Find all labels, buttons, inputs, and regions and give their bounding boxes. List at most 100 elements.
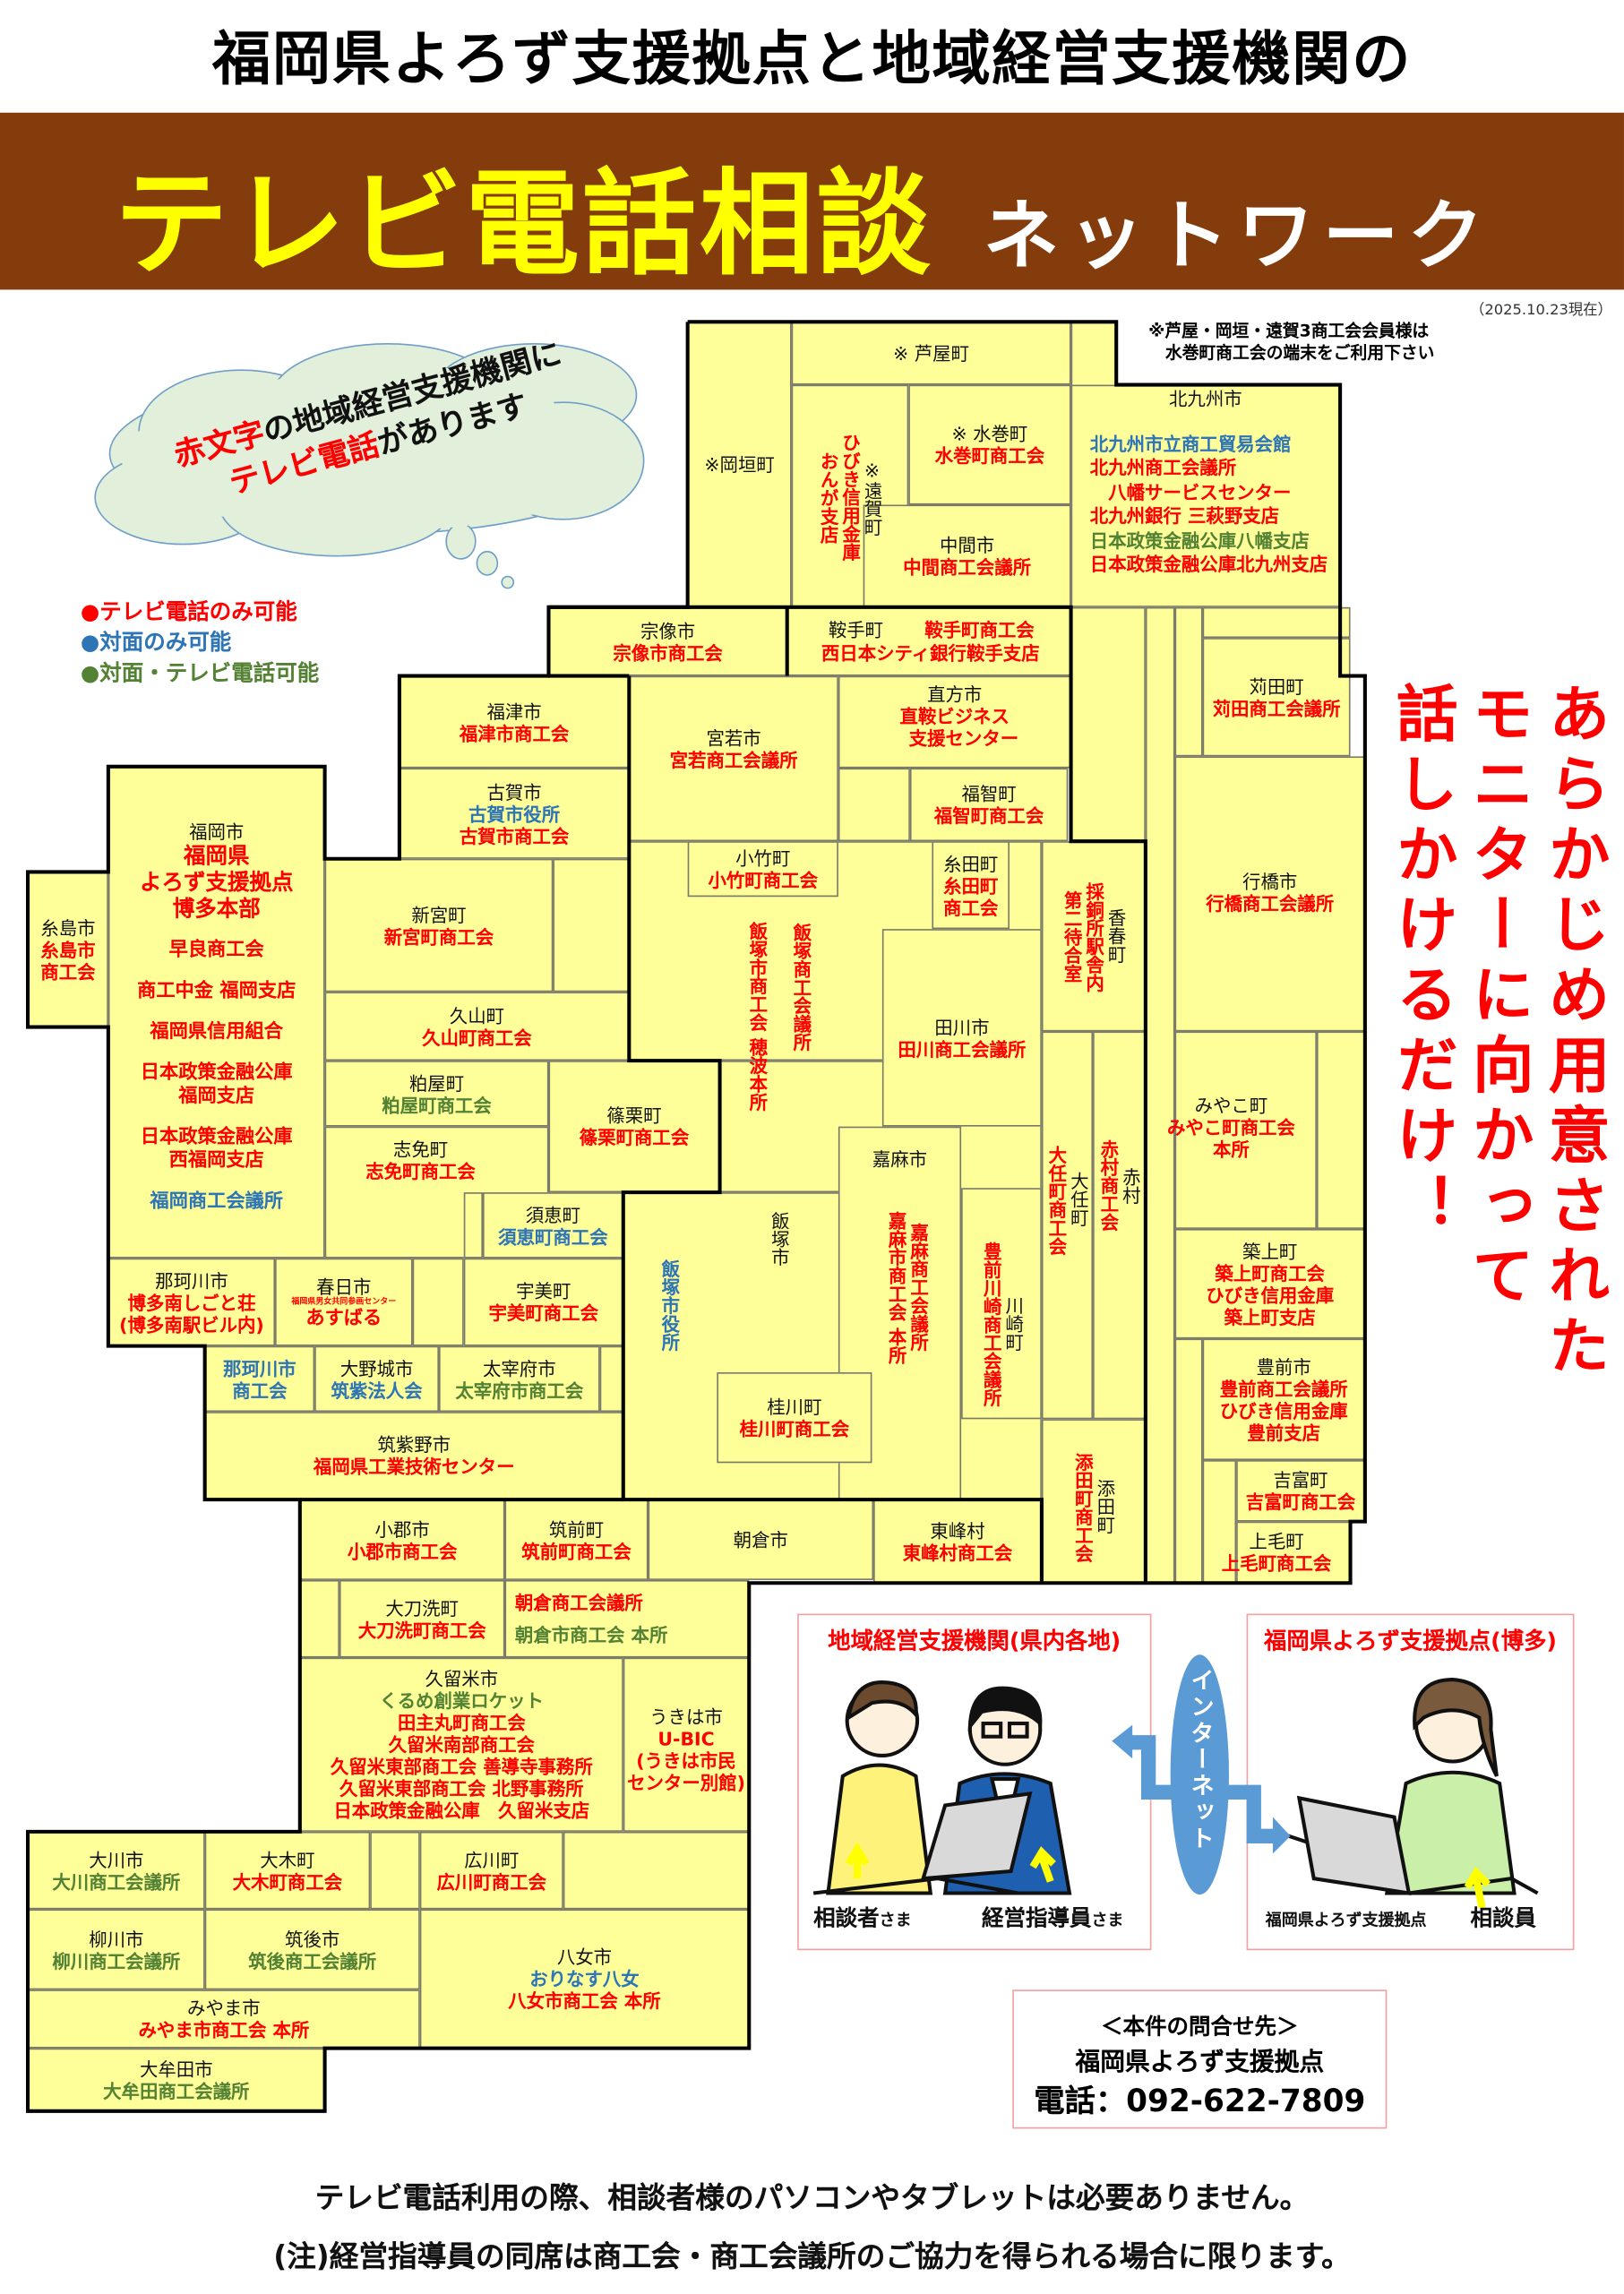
map-cell-label: 筑紫野市福岡県工業技術センター (205, 1412, 623, 1499)
municipality-name: 筑前町 (548, 1517, 605, 1541)
support-org: 福津市商工会 (459, 722, 570, 744)
honorific: さま (879, 1911, 912, 1930)
support-org: 太宰府市商工会 (455, 1379, 584, 1401)
legend-tv-only: ●テレビ電話のみ可能 (80, 598, 297, 625)
side-message-line: モニターに向かって (1463, 682, 1535, 1314)
map-cell-label: 宇美町宇美町商工会 (464, 1259, 623, 1346)
map-area (299, 1579, 339, 1658)
map-cell-label: 那珂川市商工会 (205, 1346, 314, 1412)
support-org: 福智町商工会 (933, 804, 1044, 827)
support-org: 北九州商工会議所 (1089, 456, 1237, 479)
map-cell-label: 吉富町吉富町商工会 (1236, 1460, 1365, 1522)
map-cell-label: 桂川町桂川町商工会 (717, 1372, 872, 1463)
municipality-name: 久留米市 (425, 1667, 499, 1690)
support-org: 篠栗町商工会 (579, 1126, 690, 1149)
municipality-name: 吉富町 (1273, 1468, 1328, 1491)
support-org: 博多南しごと荘 (127, 1291, 256, 1313)
support-org: 久留米東部商工会 善導寺事務所 (330, 1755, 593, 1778)
map-cell-label: みやま市みやま市商工会 本所 (28, 1989, 420, 2048)
municipality-name: 築上町 (1242, 1240, 1298, 1262)
map-cell-label: 古賀市古賀市役所古賀市商工会 (400, 768, 629, 858)
municipality-name: 新宮町 (411, 903, 467, 926)
notice: ※芦屋・岡垣・遠賀3商工会会員様は 水巻町商工会の端末をご利用下さい (1148, 321, 1434, 365)
map-area (563, 1831, 750, 1910)
map-cell-label: 飯塚市商工会 穂波本所 (739, 915, 776, 1120)
as-of-date: （2025.10.23現在） (1470, 303, 1612, 320)
municipality-name: 久山町 (449, 1004, 505, 1027)
notice-line: ※芦屋・岡垣・遠賀3商工会会員様は (1148, 320, 1430, 341)
municipality-name: 苅田町 (1249, 674, 1304, 698)
support-org: 赤村商工会 (1096, 1138, 1120, 1232)
municipality-name: 嘉麻市 (872, 1147, 928, 1170)
municipality-name: 粕屋町 (408, 1071, 465, 1094)
support-org: 豊前支店 (1247, 1421, 1321, 1444)
municipality-name: 大刀洗町 (385, 1596, 460, 1620)
support-org: 飯塚商工会議所 (789, 924, 812, 1052)
map-area (599, 1345, 623, 1413)
municipality-name: 須恵町 (525, 1203, 581, 1225)
consultee-caption: 相談者さま (813, 1902, 911, 1932)
support-org: (博多南駅ビル内) (119, 1312, 264, 1336)
map-cell-label: 筑後市筑後商工会議所 (205, 1909, 420, 1989)
support-org: 第二待合室 (1061, 890, 1083, 983)
map-cell-label: 北九州市 (1071, 383, 1341, 413)
map-cell-label: 飯塚市 (760, 1203, 797, 1276)
support-org: あすばる (305, 1307, 382, 1329)
consultee-label: 相談者 (813, 1904, 880, 1931)
support-org: よろず支援拠点 (139, 868, 294, 895)
title-band: テレビ電話相談 ネットワーク (0, 112, 1624, 291)
municipality-name: 鞍手町 (828, 618, 884, 640)
support-org: 大刀洗町商工会 (357, 1619, 486, 1641)
support-org: 福岡商工会議所 (150, 1190, 284, 1213)
map-area (1174, 606, 1203, 757)
support-org: 日本政策金融公庫 久留米支店 (333, 1799, 590, 1822)
map-cell-label: みやこ町みやこ町商工会本所 (1146, 1053, 1317, 1199)
municipality-name: 古賀市 (486, 780, 542, 803)
municipality-name: 直方市 (927, 683, 983, 706)
municipality-name: 添田町 (1093, 1479, 1116, 1534)
support-org: 大川商工会議所 (52, 1870, 181, 1893)
support-org: 苅田商工会議所 (1212, 697, 1341, 719)
map-cell-label: 大刀洗町大刀洗町商工会 (339, 1580, 505, 1658)
map-cell-label: 豊前市豊前商工会議所ひびき信用金庫豊前支店 (1203, 1338, 1365, 1460)
contact-phone[interactable]: 電話：092-622-7809 (1034, 2083, 1366, 2119)
map-cell-label: 那珂川市博多南しごと荘(博多南駅ビル内) (108, 1259, 275, 1346)
support-org: 久山町商工会 (422, 1026, 532, 1049)
support-org: 北九州市立商工貿易会館 (1089, 432, 1292, 455)
map-area (1174, 1338, 1203, 1584)
municipality-name: 田川市 (934, 1017, 990, 1039)
map-cell-label: 大野城市筑紫法人会 (314, 1346, 439, 1412)
municipality-name: 川崎町 (1001, 1296, 1025, 1352)
consultant-caption: 相談員 (1470, 1904, 1536, 1931)
municipality-name: ※岡垣町 (704, 453, 775, 476)
support-org: 那珂川市 (223, 1356, 296, 1379)
map-cell-label: 柳川市柳川商工会議所 (28, 1909, 205, 1989)
map-area (553, 858, 630, 992)
map-cell-label: 糸田町糸田町商工会 (932, 841, 1010, 929)
map-cell-label: 太宰府市太宰府市商工会 (439, 1346, 600, 1412)
support-org: 添田町商工会 (1071, 1452, 1094, 1562)
support-org: 福岡県 (183, 841, 250, 869)
support-org: 日本政策金融公庫北九州支店 (1089, 553, 1328, 575)
municipality-name: 北九州市 (1168, 387, 1242, 409)
main-title: テレビ電話相談 (114, 159, 934, 292)
support-org: ひびき信用金庫 (1206, 1284, 1335, 1306)
support-org: 築上町商工会 (1215, 1261, 1325, 1284)
map-cell-label: 直方市直鞍ビジネス 支援センター (838, 676, 1071, 757)
map-cell-label: ※ 芦屋町 (792, 322, 1071, 384)
advisor-caption: 経営指導員さま (982, 1902, 1123, 1932)
municipality-name: 春日市 (316, 1275, 372, 1297)
support-org: ひびき信用金庫 (1219, 1399, 1348, 1422)
map-area (1202, 606, 1351, 639)
municipality-name: 香春町 (1104, 908, 1127, 964)
map-cell-label: 志免町志免町商工会 (325, 1127, 517, 1192)
support-org: 小郡市商工会 (347, 1540, 458, 1562)
municipality-name: みやま市 (187, 1997, 261, 2019)
municipality-name: 桂川町 (767, 1396, 822, 1418)
side-message: あらかじめ用意された モニターに向かって 話しかけるだけ！ (1384, 682, 1612, 1384)
support-org: 豊前商工会議所 (1219, 1377, 1348, 1400)
support-org: 豊前川崎商工会議所 (980, 1242, 1002, 1407)
contact-heading: ＜本件の問合せ先＞ (1101, 2013, 1299, 2040)
